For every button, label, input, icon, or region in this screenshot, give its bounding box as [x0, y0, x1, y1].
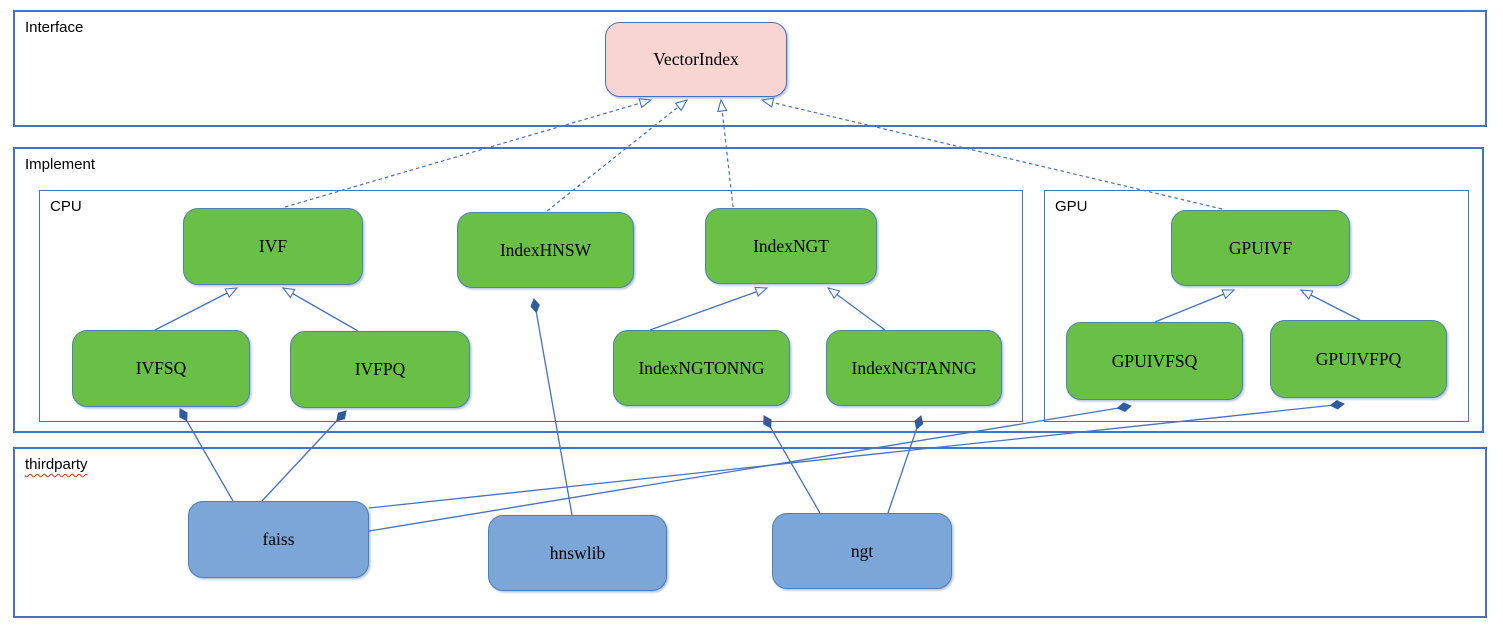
node-label-gpuivf: GPUIVF	[1228, 237, 1293, 258]
node-label-gpuivfsq: GPUIVFSQ	[1111, 350, 1198, 371]
container-label-interface: Interface	[25, 19, 84, 36]
node-label-indexngtonng: IndexNGTONNG	[638, 357, 765, 378]
container-interface: Interface	[13, 10, 1487, 127]
node-gpuivfpq: GPUIVFPQ	[1270, 320, 1447, 398]
node-hnswlib: hnswlib	[488, 515, 667, 591]
node-label-ivf: IVF	[258, 236, 288, 256]
node-indexngtanng: IndexNGTANNG	[826, 330, 1002, 406]
node-gpuivf: GPUIVF	[1171, 210, 1350, 286]
node-ivf: IVF	[183, 208, 363, 285]
node-label-indexngt: IndexNGT	[753, 235, 829, 256]
node-indexngt: IndexNGT	[705, 208, 877, 284]
container-label-thirdparty: thirdparty	[25, 456, 88, 473]
node-label-ivfpq: IVFPQ	[354, 359, 406, 379]
container-label-gpu: GPU	[1055, 198, 1088, 215]
node-ivfsq: IVFSQ	[72, 330, 250, 407]
node-label-indexhnsw: IndexHNSW	[499, 239, 592, 260]
node-gpuivfsq: GPUIVFSQ	[1066, 322, 1243, 400]
container-label-implement: Implement	[25, 156, 96, 173]
node-indexngtonng: IndexNGTONNG	[613, 330, 790, 406]
node-label-faiss: faiss	[262, 529, 295, 549]
node-label-gpuivfpq: GPUIVFPQ	[1315, 348, 1402, 369]
node-label-ivfsq: IVFSQ	[135, 358, 187, 378]
node-label-hnswlib: hnswlib	[549, 542, 606, 563]
node-faiss: faiss	[188, 501, 369, 578]
container-label-cpu: CPU	[50, 198, 82, 215]
node-label-vectorindex: VectorIndex	[653, 49, 739, 69]
node-label-indexngtanng: IndexNGTANNG	[851, 357, 977, 378]
node-indexhnsw: IndexHNSW	[457, 212, 634, 288]
node-label-ngt: ngt	[850, 540, 874, 561]
node-vectorindex: VectorIndex	[605, 22, 787, 97]
node-ivfpq: IVFPQ	[290, 331, 470, 408]
node-ngt: ngt	[772, 513, 952, 589]
